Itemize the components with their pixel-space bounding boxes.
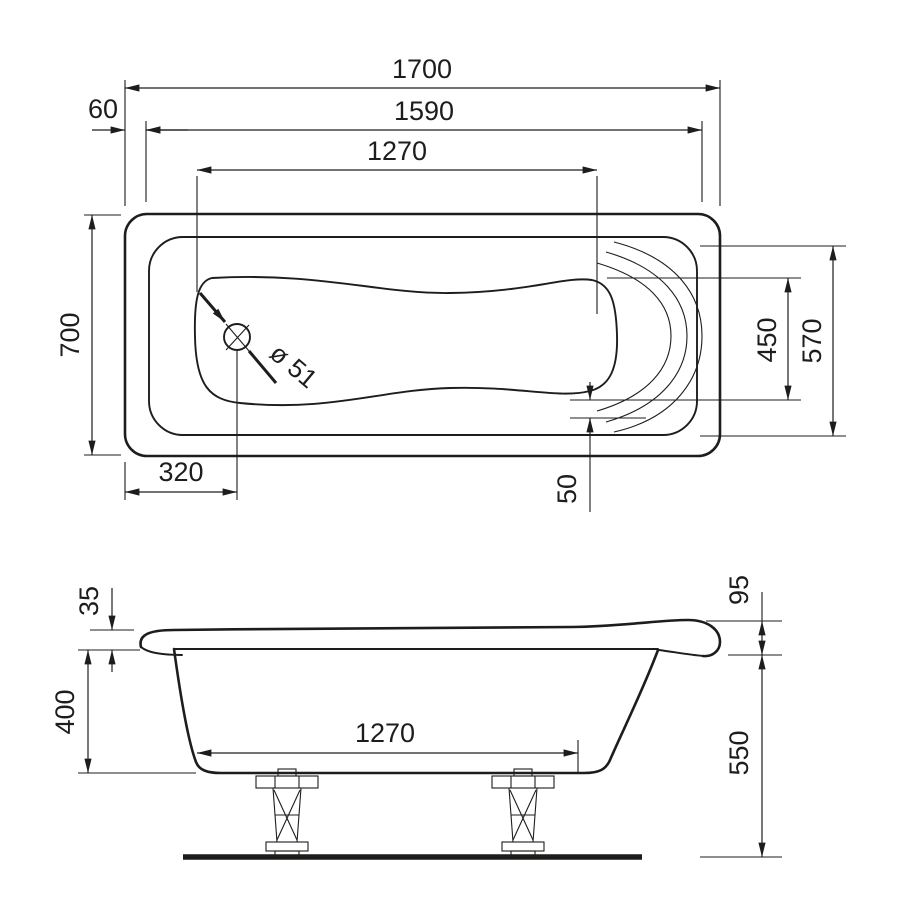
dim-label-1270-side: 1270 (355, 718, 415, 748)
rim-top-profile (139, 618, 722, 658)
dim-label-400: 400 (50, 689, 80, 734)
dim-label-60: 60 (88, 94, 118, 124)
dim-rim-thickness: 35 (74, 586, 134, 672)
dim-label-320: 320 (158, 457, 203, 487)
tub-inner-rim-contour (148, 236, 698, 436)
dim-depth: 400 (50, 649, 196, 774)
dim-label-1270-top: 1270 (367, 136, 427, 166)
dim-total-height: 550 (700, 655, 782, 858)
tub-outer-outline (123, 212, 722, 458)
right-lip-underside (658, 649, 704, 657)
side-view: 35 400 1270 95 550 (50, 575, 782, 860)
dim-label-450: 450 (752, 317, 782, 362)
support-foot-right (491, 768, 555, 857)
dim-label-35: 35 (74, 586, 104, 616)
dim-inner-width: 570 (700, 245, 846, 437)
headrest-arcs (596, 241, 703, 433)
headrest-arc (605, 251, 688, 423)
dim-bottom-length: 1270 (196, 718, 579, 772)
dim-drain-offset: 320 (124, 351, 238, 500)
dim-label-1590: 1590 (394, 96, 454, 126)
dim-rim-height: 95 (706, 575, 782, 656)
top-view: ø 51 1700 1590 60 1270 (55, 54, 846, 512)
dim-label-570: 570 (797, 318, 827, 363)
dim-rim-left: 60 (88, 94, 188, 134)
dim-basin-length: 1270 (196, 136, 598, 314)
dim-label-1700: 1700 (392, 54, 452, 84)
drain-cross-line (225, 324, 250, 351)
drain (223, 323, 251, 352)
left-lip-underside (140, 646, 183, 656)
drain-leader-tail (247, 350, 278, 384)
dim-total-length: 1700 (124, 54, 721, 206)
dim-total-width: 700 (55, 214, 121, 456)
drain-leader-arrow (198, 292, 227, 323)
headrest-arc (613, 241, 703, 433)
dim-label-50: 50 (552, 474, 582, 504)
dim-label-550: 550 (724, 730, 754, 775)
dim-inner-length: 1590 (145, 96, 703, 202)
dim-label-700: 700 (55, 312, 85, 357)
drain-circle (223, 323, 251, 351)
dim-basin-width: 450 (570, 277, 801, 401)
dim-label-95: 95 (724, 575, 754, 605)
tub-body-profile (172, 647, 660, 775)
headrest-arc (596, 262, 672, 412)
dim-seat-gap: 50 (552, 382, 646, 512)
support-foot-left (255, 768, 319, 857)
